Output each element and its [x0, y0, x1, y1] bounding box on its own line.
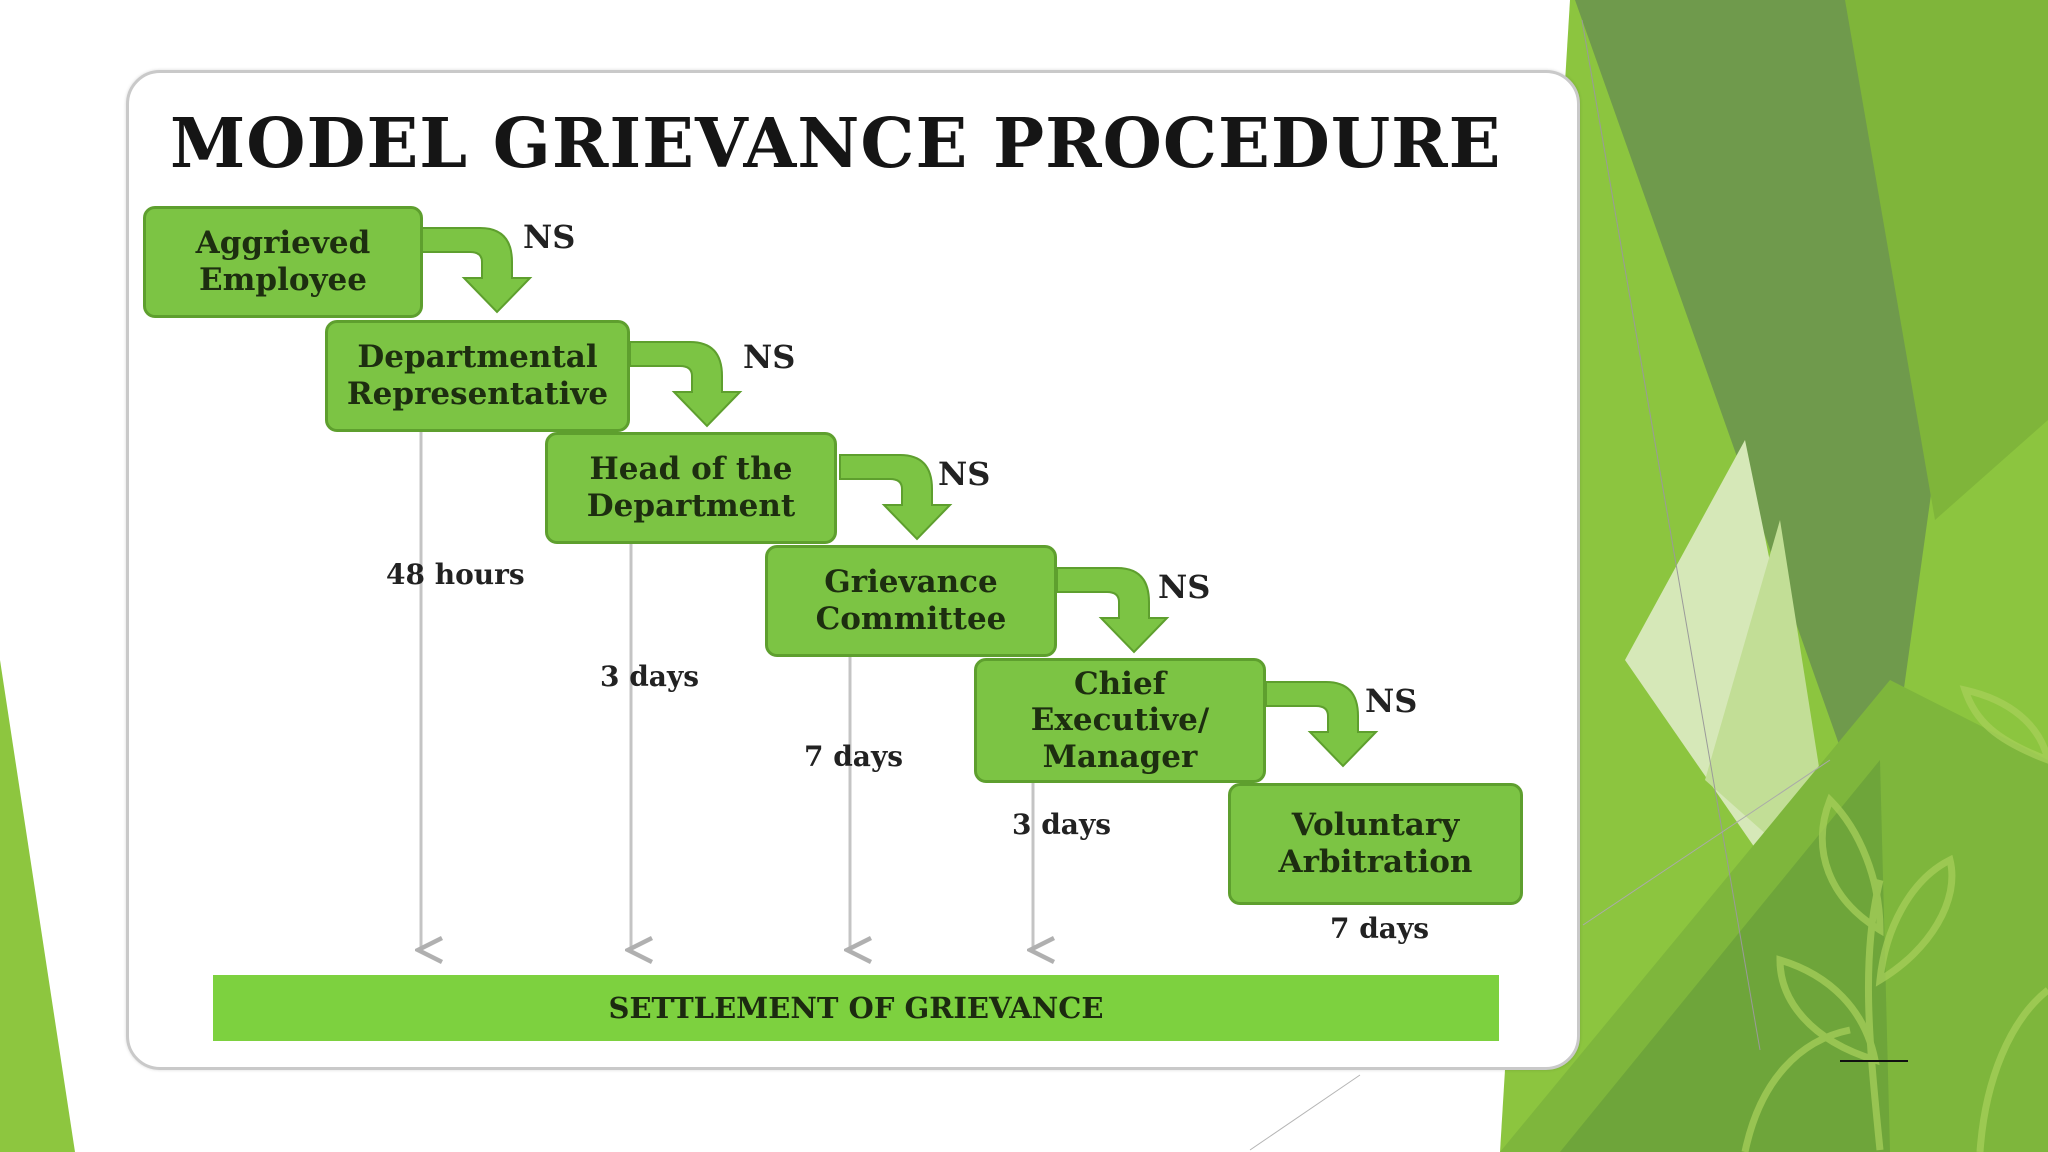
- ns-label: NS: [523, 218, 576, 256]
- duration-label: 48 hours: [386, 558, 525, 591]
- step-head-of-department: Head of the Department: [545, 432, 837, 544]
- ns-label: NS: [938, 455, 991, 493]
- ns-label: NS: [1365, 682, 1418, 720]
- right-facet-mid: [1845, 0, 2048, 520]
- duration-label: 3 days: [600, 660, 699, 693]
- step-aggrieved-employee: Aggrieved Employee: [143, 206, 423, 318]
- ns-arrow: [629, 341, 743, 428]
- ns-arrow: [839, 454, 953, 541]
- ns-label: NS: [1158, 568, 1211, 606]
- diagram-title: MODEL GRIEVANCE PROCEDURE: [170, 104, 1502, 184]
- ns-arrow: [1056, 567, 1170, 654]
- step-departmental-representative: Departmental Representative: [325, 320, 630, 432]
- ns-arrow: [419, 227, 533, 314]
- step-chief-executive-manager: Chief Executive/ Manager: [974, 658, 1266, 783]
- right-facet-bottom-dark: [1560, 760, 1890, 1152]
- facet-line: [1581, 19, 1761, 1051]
- step-voluntary-arbitration: Voluntary Arbitration: [1228, 783, 1523, 905]
- duration-label: 7 days: [1330, 912, 1429, 945]
- duration-label: 3 days: [1012, 808, 1111, 841]
- facet-line: [1249, 1074, 1361, 1151]
- duration-label: 7 days: [804, 740, 903, 773]
- leaf-watermark: [1741, 685, 2048, 1152]
- ns-arrow: [1265, 681, 1379, 768]
- settlement-bar: SETTLEMENT OF GRIEVANCE: [213, 975, 1499, 1041]
- ns-label: NS: [743, 338, 796, 376]
- facet-line: [1582, 759, 1831, 926]
- left-accent-shape: [0, 660, 75, 1152]
- step-grievance-committee: Grievance Committee: [765, 545, 1057, 657]
